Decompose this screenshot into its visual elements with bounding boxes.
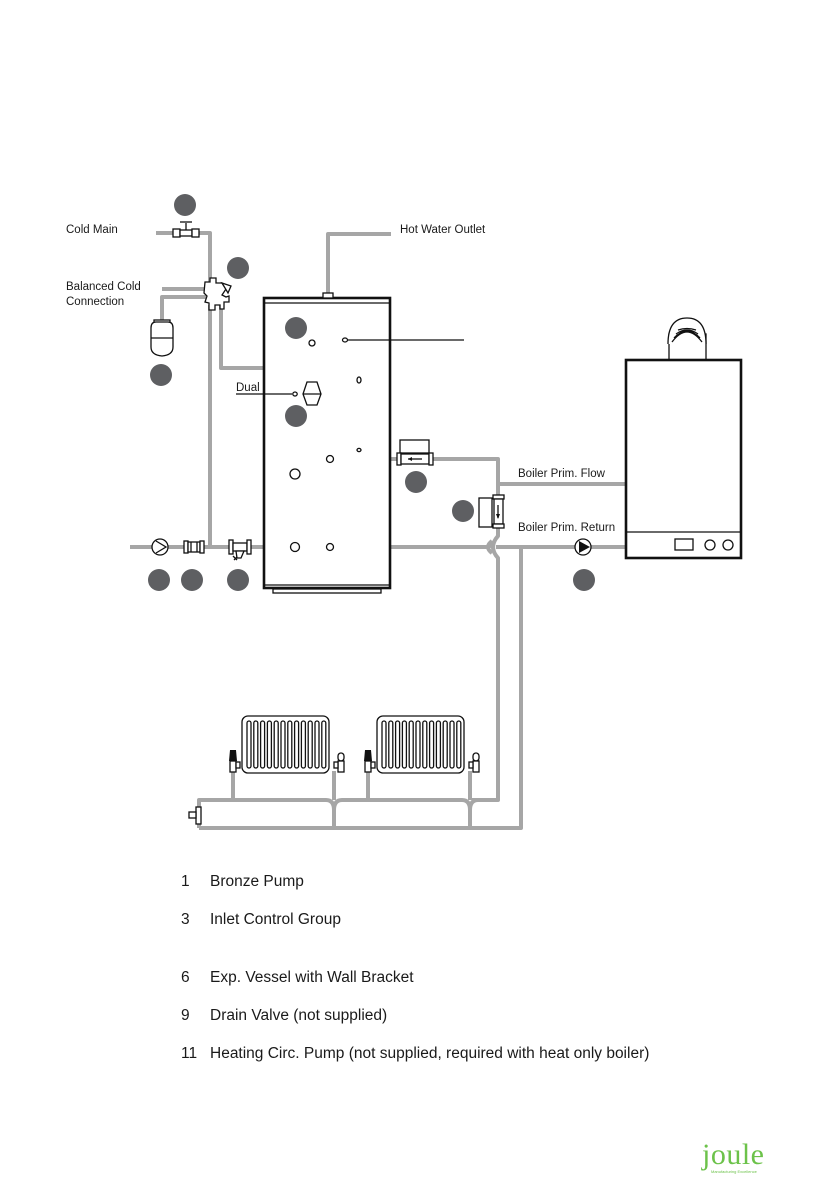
legend-number: 9 <box>181 1007 205 1025</box>
logo-tagline: Manufacturing Excellence <box>711 1169 757 1174</box>
marker-tundish <box>285 405 307 427</box>
label-boiler-prim-flow: Boiler Prim. Flow <box>518 468 606 480</box>
legend-text: Heating Circ. Pump (not supplied, requir… <box>210 1045 649 1063</box>
marker-zone-valve-heating <box>452 500 474 522</box>
legend-number: 6 <box>181 969 205 987</box>
marker-heating-circ-pump <box>573 569 595 591</box>
trv-body-icon <box>365 761 371 772</box>
trv-head-icon <box>229 750 237 761</box>
legend-text: Drain Valve (not supplied) <box>210 1007 387 1025</box>
trv-body-icon <box>230 761 236 772</box>
marker-zone-valve-hw <box>405 471 427 493</box>
check-valve-icon <box>184 541 204 553</box>
bronze-pump-icon <box>152 539 168 555</box>
marker-cylinder-thermostat <box>285 317 307 339</box>
label-boiler-prim-return: Boiler Prim. Return <box>518 522 615 534</box>
cold-main-pipe <box>156 233 210 290</box>
marker-bronze-pump <box>148 569 170 591</box>
label-balanced-cold-2: Connection <box>66 296 124 308</box>
label-dual: Dual <box>236 382 260 394</box>
boiler <box>626 318 741 558</box>
marker-isolating-valve <box>174 194 196 216</box>
expansion-vessel-icon <box>151 320 173 356</box>
marker-check-valve <box>181 569 203 591</box>
expansion-vessel-pipe <box>162 297 206 320</box>
drain-strainer-icon <box>229 540 251 560</box>
radiator-flow-rail <box>199 800 478 828</box>
plumbing-diagram: Cold Main Balanced Cold Connection Hot W… <box>0 0 839 870</box>
heating-drain-cock-icon <box>189 807 201 824</box>
legend-text: Bronze Pump <box>210 873 304 891</box>
label-hot-water-outlet: Hot Water Outlet <box>400 224 486 236</box>
marker-expansion-vessel <box>150 364 172 386</box>
label-balanced-cold-1: Balanced Cold <box>66 281 141 293</box>
zone-valve-heating-icon <box>479 495 504 528</box>
logo-wordmark: joule <box>702 1138 765 1172</box>
zone-valve-hw-icon <box>397 440 433 465</box>
legend-text: Inlet Control Group <box>210 911 341 929</box>
isolating-valve-icon <box>173 222 199 237</box>
label-cold-main: Cold Main <box>66 224 118 236</box>
legend-number: 3 <box>181 911 205 929</box>
legend-number: 11 <box>181 1045 205 1063</box>
legend-number: 1 <box>181 873 205 891</box>
radiator-2 <box>364 716 479 773</box>
trv-head-icon <box>364 750 372 761</box>
lockshield-icon <box>338 753 344 761</box>
marker-inlet-control-group <box>227 257 249 279</box>
heating-circ-pump-icon <box>575 539 591 555</box>
legend-text: Exp. Vessel with Wall Bracket <box>210 969 414 987</box>
lockshield-icon <box>473 753 479 761</box>
marker-drain-valve <box>227 569 249 591</box>
radiator-1 <box>229 716 344 773</box>
joule-logo: joule Manufacturing Excellence <box>702 1142 782 1178</box>
hot-water-outlet-pipe <box>328 234 391 297</box>
